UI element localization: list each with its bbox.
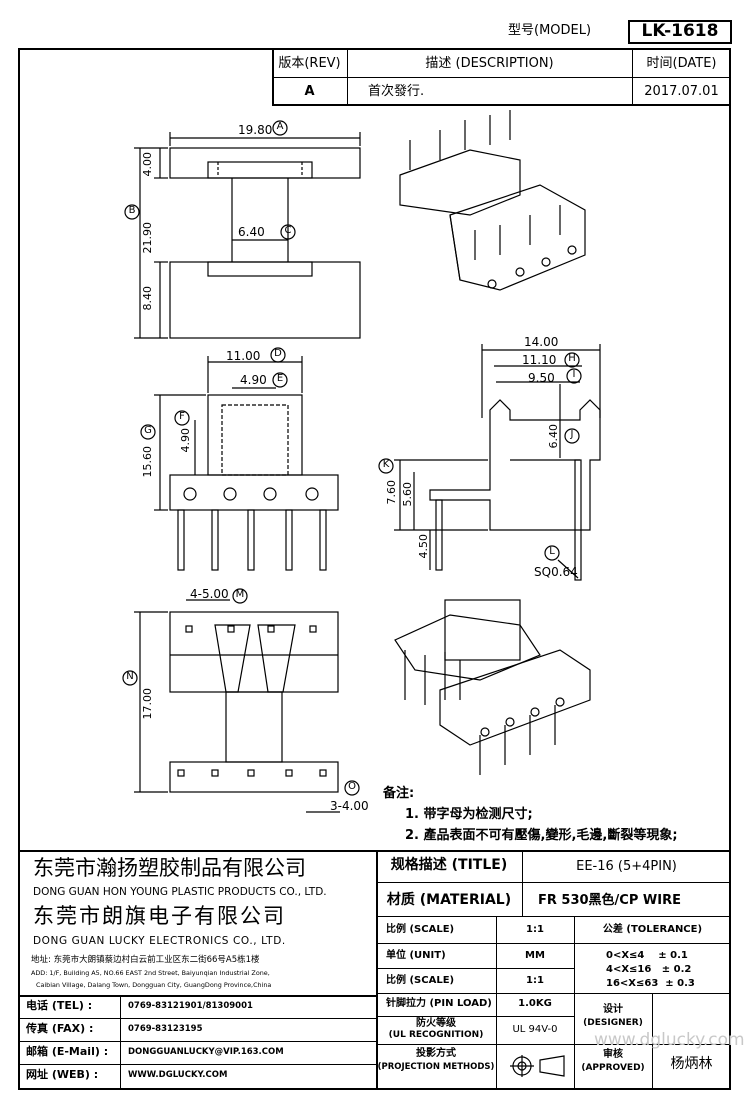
tag-c: C (284, 225, 292, 236)
dim-4-50: 4.50 (417, 534, 430, 559)
scale-label: 比例 (SCALE) (386, 924, 455, 935)
tolerance-1: 0<X≤4 ± 0.1 (606, 950, 688, 961)
company2-en: DONG GUAN LUCKY ELECTRONICS CO., LTD. (33, 935, 286, 947)
dim-17-00: 17.00 (141, 688, 154, 720)
front-view (140, 347, 339, 571)
scale-value: 1:1 (526, 924, 544, 935)
ul-label-1: 防火等级 (416, 1018, 456, 1029)
contact-value: WWW.DGLUCKY.COM (128, 1070, 228, 1080)
iso-view-bottom (394, 599, 591, 775)
tag-d: D (274, 348, 282, 359)
dim-6-40: 6.40 (238, 225, 265, 239)
unit-value: MM (525, 950, 545, 961)
pin-load-value: 1.0KG (518, 998, 552, 1009)
dim-4-90-v: 4.90 (179, 428, 192, 453)
top-view (124, 120, 361, 339)
notes-title: 备注: (383, 786, 415, 801)
address-en2: Caibian Village, Dalang Town, Dongguan C… (36, 981, 272, 989)
contact-label: 邮箱 (E-Mail) : (26, 1045, 109, 1058)
tag-k: K (382, 459, 390, 470)
designer-label-2: (DESIGNER) (583, 1018, 643, 1028)
approved-label-1: 审核 (603, 1049, 623, 1060)
dim-4-90-h: 4.90 (240, 373, 267, 387)
dim-14-00: 14.00 (524, 335, 559, 349)
projection-label-2: (PROJECTION METHODS) (377, 1062, 495, 1072)
contact-value: 0769-83121901/81309001 (128, 1001, 253, 1011)
company1-cn: 东莞市瀚扬塑胶制品有限公司 (33, 856, 306, 880)
technical-drawing (122, 110, 601, 813)
tag-g: G (144, 425, 152, 436)
model-label: 型号(MODEL) (508, 23, 592, 38)
side-view (378, 344, 601, 581)
tag-i: I (572, 369, 576, 380)
rev-value: A (304, 84, 315, 99)
unit-label: 单位 (UNIT) (386, 950, 446, 961)
contact-label: 网址 (WEB) : (26, 1068, 99, 1081)
tag-l: L (549, 546, 555, 557)
projection-label-1: 投影方式 (416, 1048, 456, 1059)
tag-h: H (568, 353, 576, 364)
dim-7-60: 7.60 (385, 480, 398, 505)
date-value: 2017.07.01 (644, 84, 719, 99)
rev-label: 版本(REV) (278, 56, 341, 71)
dim-4-5-00: 4-5.00 (190, 587, 229, 601)
scale2-value: 1:1 (526, 975, 544, 986)
dim-8-40: 8.40 (141, 286, 154, 311)
spec-title-label: 规格描述 (TITLE) (390, 857, 508, 873)
notes-line1: 1. 带字母为检测尺寸; (405, 807, 533, 822)
contact-value: 0769-83123195 (128, 1024, 203, 1034)
tolerance-label: 公差 (TOLERANCE) (602, 924, 703, 935)
iso-view-top (399, 110, 586, 291)
material-label: 材质 (MATERIAL) (386, 892, 512, 908)
pin-load-label: 针脚拉力 (PIN LOAD) (386, 998, 492, 1009)
tag-m: M (235, 589, 245, 600)
designer-label-1: 设计 (603, 1004, 623, 1015)
ul-value: UL 94V-0 (512, 1024, 558, 1035)
tag-a: A (276, 121, 284, 132)
ul-label-2: (UL RECOGNITION) (388, 1030, 484, 1040)
contact-value: DONGGUANLUCKY@VIP.163.COM (128, 1047, 284, 1057)
dim-4-00-top: 4.00 (141, 152, 154, 177)
dim-5-60: 5.60 (401, 482, 414, 507)
date-label: 时间(DATE) (646, 56, 717, 71)
dim-sq0-64: SQ0.64 (534, 565, 578, 579)
desc-value: 首次發行. (368, 84, 425, 99)
company1-en: DONG GUAN HON YOUNG PLASTIC PRODUCTS CO.… (33, 886, 327, 898)
dim-19-80: 19.80 (238, 123, 273, 137)
tolerance-3: 16<X≤63 ± 0.3 (606, 978, 695, 989)
tag-f: F (179, 411, 185, 422)
watermark: www.dglucky.com (594, 1030, 745, 1050)
contact-label: 传真 (FAX) : (26, 1022, 94, 1035)
projection-symbol-icon (510, 1055, 565, 1077)
model-value: LK-1618 (641, 21, 719, 41)
desc-label: 描述 (DESCRIPTION) (425, 56, 554, 71)
spec-title-value: EE-16 (5+4PIN) (576, 859, 677, 874)
tag-o: O (348, 781, 356, 792)
tag-j: J (570, 429, 574, 440)
dim-15-60: 15.60 (141, 446, 154, 478)
bottom-view (122, 588, 360, 813)
tolerance-2: 4<X≤16 ± 0.2 (606, 964, 692, 975)
dim-6-40-side: 6.40 (547, 424, 560, 449)
model-box (628, 20, 732, 44)
dim-11-10: 11.10 (522, 353, 557, 367)
tag-b: B (128, 205, 136, 216)
scale2-label: 比例 (SCALE) (386, 975, 455, 986)
address-en1: ADD: 1/F, Building A5, NO.66 EAST 2nd St… (31, 969, 270, 977)
material-value: FR 530黑色/CP WIRE (538, 893, 681, 908)
approved-label-2: (APPROVED) (581, 1063, 645, 1073)
notes-line2: 2. 產品表面不可有壓傷,變形,毛邊,斷裂等現象; (405, 828, 678, 843)
company2-cn: 东莞市朗旗电子有限公司 (33, 904, 286, 928)
dim-11-00: 11.00 (226, 349, 261, 363)
address-cn: 地址: 东莞市大朗镇蔡边村白云前工业区东二街66号A5栋1楼 (31, 955, 260, 965)
approver-name: 杨炳林 (670, 1056, 713, 1072)
dim-9-50: 9.50 (528, 371, 555, 385)
dim-21-90: 21.90 (141, 222, 154, 254)
tag-n: N (126, 671, 134, 682)
contact-label: 电话 (TEL) : (26, 999, 93, 1012)
dim-3-4-00: 3-4.00 (330, 799, 369, 813)
tag-e: E (276, 373, 284, 384)
